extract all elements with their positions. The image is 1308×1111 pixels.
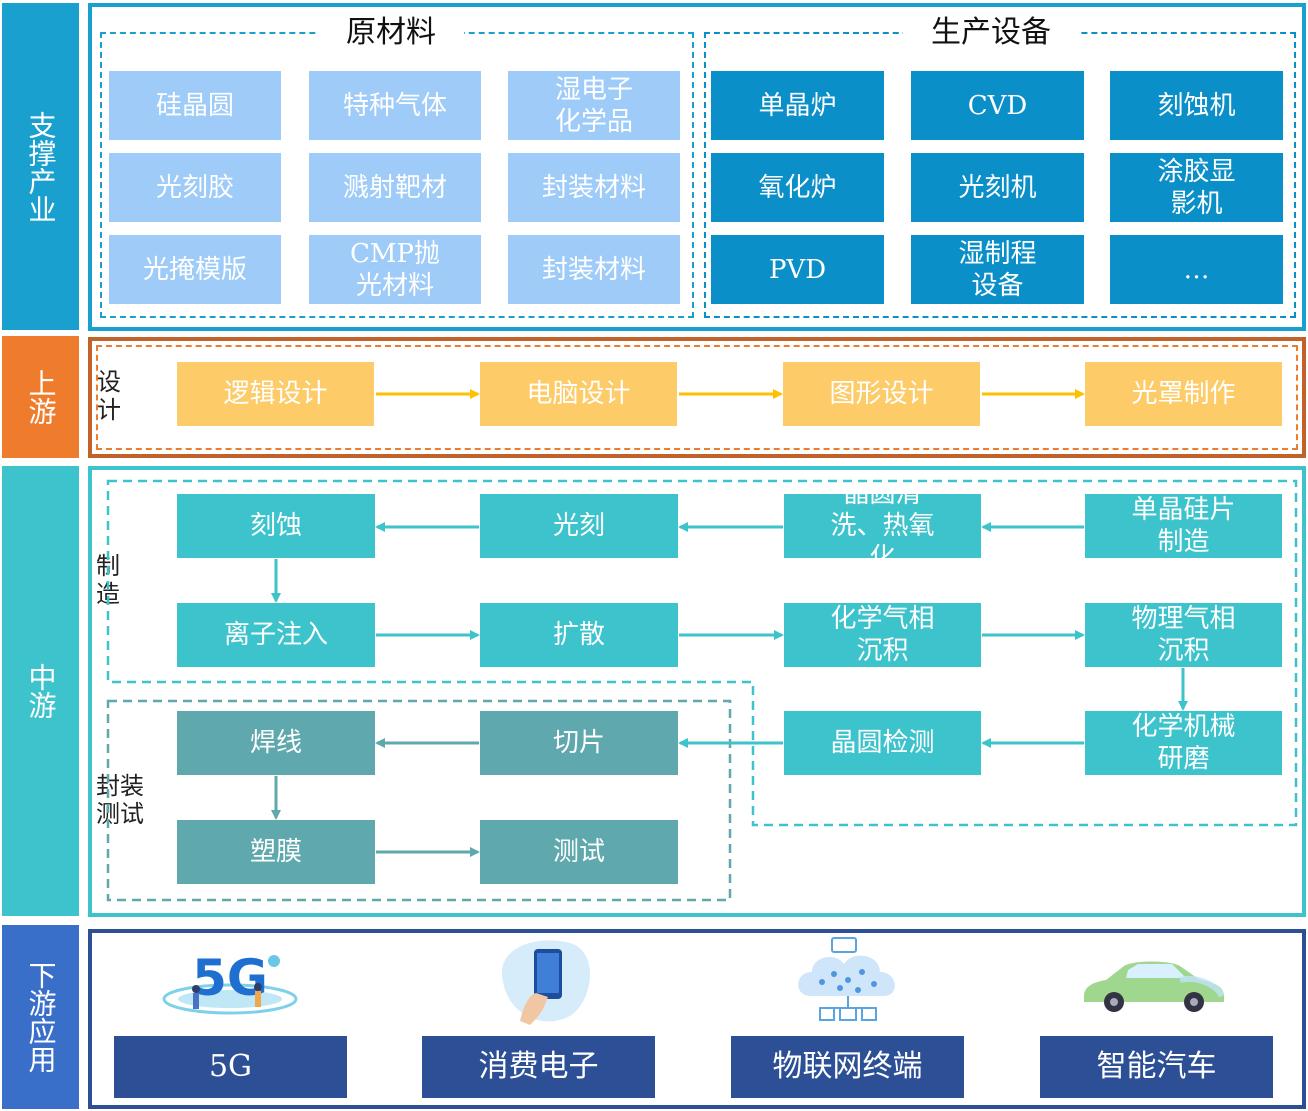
design-step-box: 逻辑设计 — [177, 362, 374, 426]
equipment-box: PVD — [711, 235, 884, 304]
equipment-box: 涂胶显影机 — [1110, 153, 1283, 222]
equipment-box: 湿制程设备 — [911, 235, 1084, 304]
raw-materials-title: 原材料 — [318, 15, 464, 51]
equipment-box: 单晶炉 — [711, 71, 884, 140]
raw-material-box: 硅晶圆 — [109, 71, 281, 140]
raw-material-box: 光掩模版 — [109, 235, 281, 304]
5g-icon: 5G — [158, 937, 302, 1027]
manufacturing-step-box: 晶圆清洗、热氧化 — [784, 479, 981, 573]
raw-material-box: 封装材料 — [508, 235, 680, 304]
manufacturing-step-box: 物理气相沉积 — [1085, 603, 1282, 667]
raw-material-box: 特种气体 — [309, 71, 481, 140]
raw-material-box: CMP抛光材料 — [309, 235, 481, 304]
support-panel — [88, 3, 1306, 331]
application-box: 智能汽车 — [1040, 1036, 1273, 1098]
manufacturing-step-box: 晶圆检测 — [784, 711, 981, 775]
equipment-box: 光刻机 — [911, 153, 1084, 222]
equipment-box: 刻蚀机 — [1110, 71, 1283, 140]
manufacturing-step-box: 刻蚀 — [177, 494, 375, 558]
application-box: 消费电子 — [422, 1036, 655, 1098]
design-step-box: 光罩制作 — [1085, 362, 1282, 426]
manufacturing-step-box: 单晶硅片制造 — [1085, 494, 1282, 558]
raw-material-box: 湿电子化学品 — [508, 71, 680, 140]
application-box: 物联网终端 — [731, 1036, 964, 1098]
phone-icon — [490, 935, 600, 1027]
side-label-downstream: 下游应用 — [2, 925, 79, 1109]
equipment-box: 氧化炉 — [711, 153, 884, 222]
downstream-panel — [88, 929, 1306, 1109]
equipment-title: 生产设备 — [903, 15, 1079, 51]
design-group — [96, 345, 1298, 450]
manufacturing-step-box: 离子注入 — [177, 603, 375, 667]
application-box: 5G — [114, 1036, 347, 1098]
manufacturing-step-box: 化学机械研磨 — [1085, 711, 1282, 775]
side-label-midstream: 中游 — [2, 466, 79, 916]
manufacturing-step-box: 扩散 — [480, 603, 678, 667]
raw-material-box: 光刻胶 — [109, 153, 281, 222]
design-step-box: 电脑设计 — [480, 362, 677, 426]
packaging-step-box: 焊线 — [177, 711, 375, 775]
manufacturing-step-box: 光刻 — [480, 494, 678, 558]
side-label-upstream: 上游 — [2, 336, 79, 458]
packaging-label: 封装测试 — [96, 772, 144, 828]
manufacturing-step-box: 化学气相沉积 — [784, 603, 981, 667]
car-icon — [1076, 950, 1230, 1020]
design-label: 设计 — [97, 368, 121, 424]
packaging-step-box: 测试 — [480, 820, 678, 884]
side-label-support: 支撑产业 — [2, 3, 79, 330]
iot-cloud-icon — [788, 936, 908, 1026]
manufacturing-label: 制造 — [96, 552, 120, 608]
equipment-box: CVD — [911, 71, 1084, 140]
packaging-step-box: 塑膜 — [177, 820, 375, 884]
packaging-step-box: 切片 — [480, 711, 678, 775]
midstream-panel — [88, 466, 1306, 917]
design-step-box: 图形设计 — [783, 362, 980, 426]
raw-material-box: 封装材料 — [508, 153, 680, 222]
raw-material-box: 溅射靶材 — [309, 153, 481, 222]
equipment-box: … — [1110, 235, 1283, 304]
upstream-panel — [88, 337, 1306, 458]
